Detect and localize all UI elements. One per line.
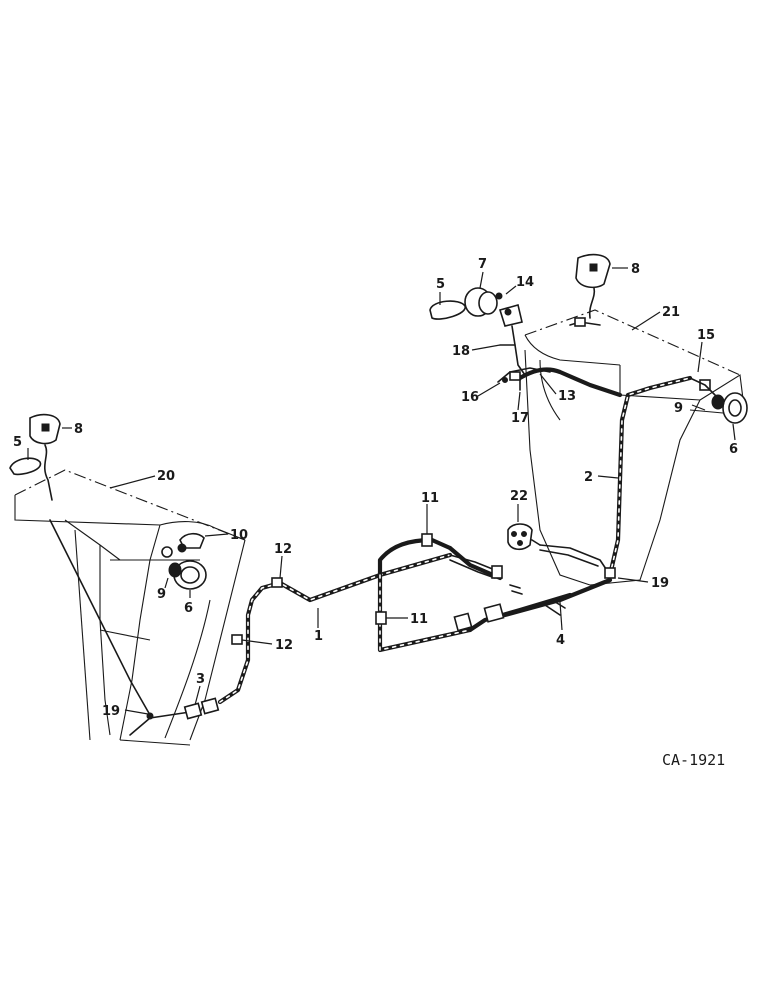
callout-3: 3 (196, 672, 205, 687)
callout-12-top: 12 (274, 542, 292, 557)
callout-22: 22 (510, 489, 528, 504)
callout-11-top: 11 (421, 491, 439, 506)
callout-5-right: 5 (436, 277, 445, 292)
left-warning-lamp (29, 413, 61, 501)
harness-4 (502, 577, 613, 618)
callout-numbers: 8 5 20 10 9 6 12 12 3 19 1 11 11 4 19 22… (13, 257, 738, 719)
callout-17: 17 (511, 411, 529, 426)
callout-8-right: 8 (631, 262, 640, 277)
callout-20: 20 (157, 469, 175, 484)
callout-13: 13 (558, 389, 576, 404)
callout-21: 21 (662, 305, 680, 320)
callout-14: 14 (516, 275, 534, 290)
right-taillight (689, 377, 748, 424)
right-harness-2 (539, 375, 693, 579)
callout-6-right: 6 (729, 442, 738, 457)
connector-22 (507, 523, 541, 551)
main-harness (217, 533, 573, 705)
callout-15: 15 (697, 328, 715, 343)
callout-8-left: 8 (74, 422, 83, 437)
callout-1: 1 (314, 629, 323, 644)
callout-7: 7 (478, 257, 487, 272)
callout-10: 10 (230, 528, 248, 543)
callout-9-right: 9 (674, 401, 683, 416)
callout-18: 18 (452, 344, 470, 359)
left-connectors (129, 697, 220, 736)
callout-9-left: 9 (157, 587, 166, 602)
right-fender (524, 309, 746, 586)
drawing-code: CA-1921 (662, 751, 725, 769)
left-taillight (161, 532, 207, 590)
callout-19-right: 19 (651, 576, 669, 591)
callout-6-left: 6 (184, 601, 193, 616)
right-warning-lamp (569, 253, 611, 327)
right-switch-assembly (429, 287, 623, 398)
callout-2: 2 (584, 470, 593, 485)
left-reflector (9, 457, 42, 476)
callout-5-left: 5 (13, 435, 22, 450)
callout-4: 4 (556, 633, 565, 648)
callout-16: 16 (461, 390, 479, 405)
callout-11-bottom: 11 (410, 612, 428, 627)
leader-lines (27, 267, 736, 715)
callout-19-left: 19 (102, 704, 120, 719)
left-fender (14, 469, 246, 746)
callout-12-bottom: 12 (275, 638, 293, 653)
